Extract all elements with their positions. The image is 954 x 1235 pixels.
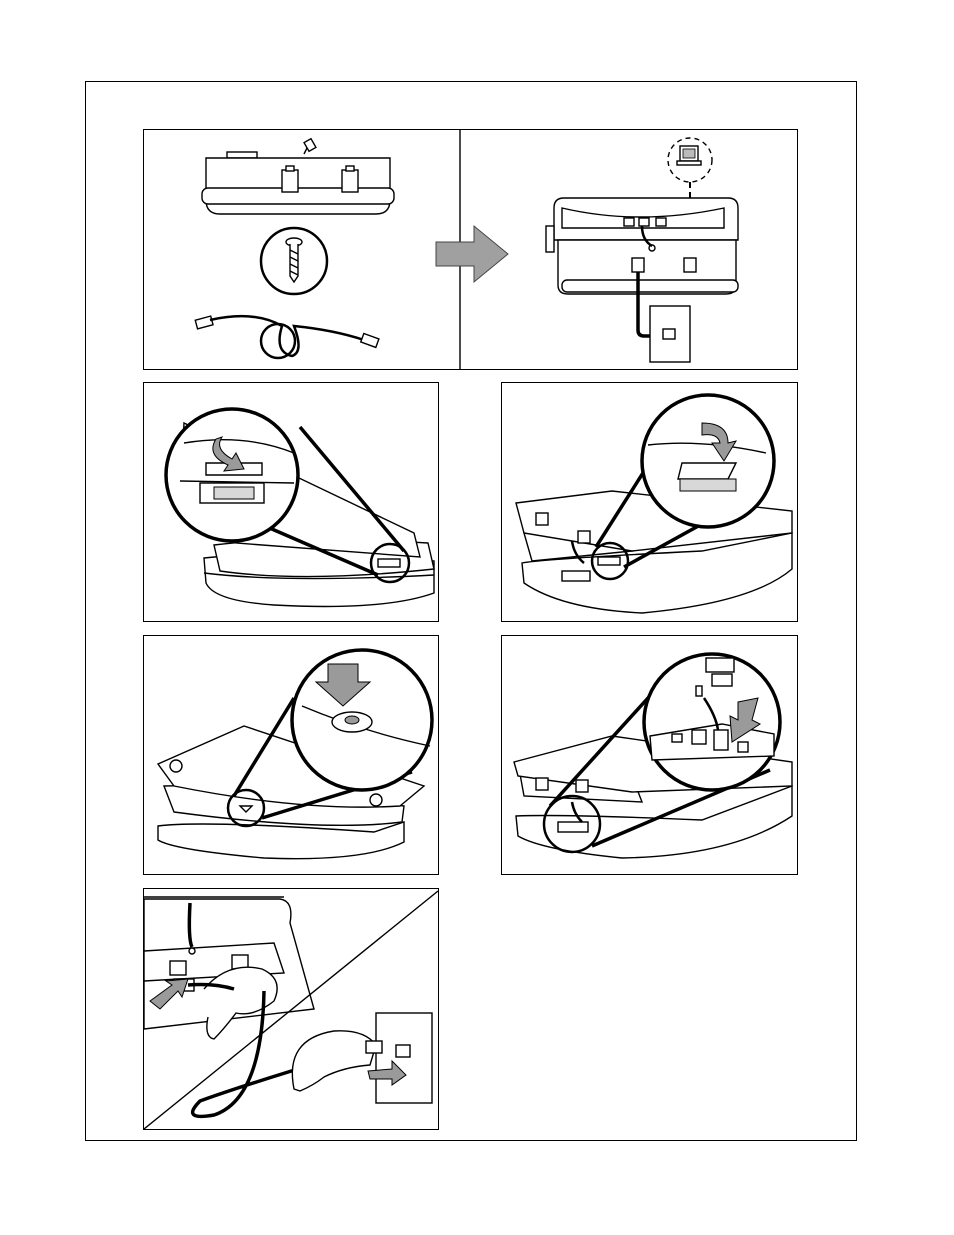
telephone-cord-icon — [195, 316, 379, 358]
release-tab-illustration — [144, 383, 439, 622]
assembled-unit-rear-view — [546, 138, 738, 362]
step-wall-jack-panel — [143, 888, 439, 1130]
connect-cord-illustration — [502, 636, 798, 875]
step-release-tab-panel — [143, 382, 439, 622]
base-unit-rear-view — [202, 139, 394, 214]
insert-screw-illustration — [144, 636, 439, 875]
step-press-tab-panel — [501, 382, 798, 622]
overview-illustration — [144, 130, 798, 370]
step-connect-cord-panel — [501, 635, 798, 875]
screw-icon — [261, 228, 327, 294]
overview-panel — [143, 129, 798, 370]
wall-jack-illustration — [144, 889, 439, 1130]
step-insert-screw-panel — [143, 635, 439, 875]
right-arrow-icon — [436, 226, 508, 282]
press-tab-illustration — [502, 383, 798, 622]
